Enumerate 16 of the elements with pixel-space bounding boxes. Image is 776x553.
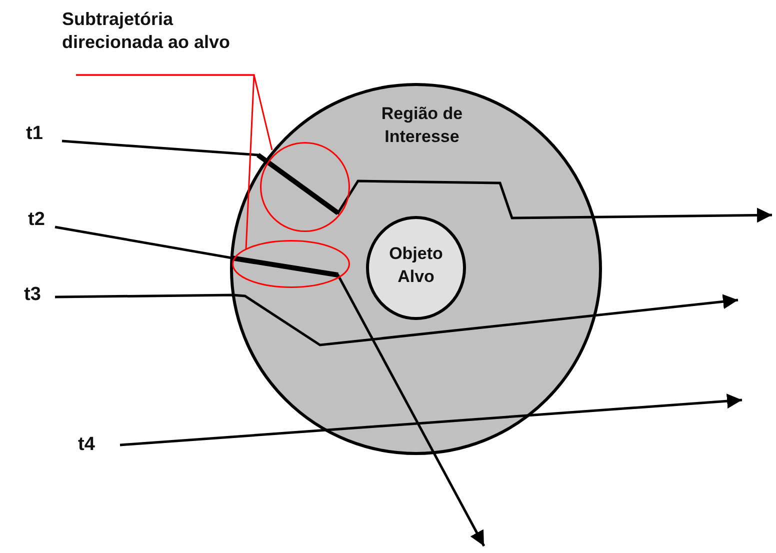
trajectory-arrow (62, 140, 772, 223)
highlight-ellipse (260, 142, 350, 232)
trajectory-label: t1 (26, 122, 62, 148)
target-label: Objeto Alvo (388, 243, 444, 288)
trajectory-label: t4 (78, 433, 120, 459)
trajectory-arrow (54, 294, 738, 346)
target-circle (366, 216, 466, 320)
trajectory-label: t2 (28, 208, 55, 234)
region-label: Região de Interesse (380, 103, 464, 148)
trajectory-arrow (120, 394, 742, 446)
trajectory-arrow (54, 226, 486, 547)
annotation-text: Subtrajetória direcionada ao alvo (62, 8, 267, 75)
trajectory-label: t3 (24, 283, 55, 309)
leader-line (76, 74, 255, 250)
region-circle (230, 83, 602, 455)
highlight-ellipse (232, 240, 350, 288)
